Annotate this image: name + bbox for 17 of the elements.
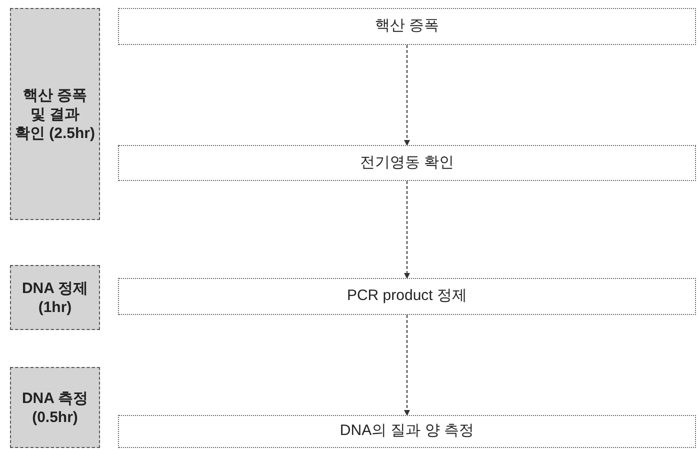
step-label: 핵산 증폭 bbox=[374, 16, 440, 36]
arrow bbox=[404, 180, 410, 279]
phase-box bbox=[10, 367, 100, 448]
arrow bbox=[404, 314, 410, 416]
process-box bbox=[118, 145, 696, 181]
phase-label: DNA 정제 (1hr) bbox=[20, 278, 90, 316]
step-label: PCR product 정제 bbox=[346, 286, 468, 306]
phase-label: DNA 측정 (0.5hr) bbox=[20, 388, 90, 426]
phase-box bbox=[10, 8, 100, 220]
phase-label: 핵산 증폭 및 결과 확인 (2.5hr) bbox=[15, 86, 95, 142]
process-box bbox=[118, 278, 696, 315]
phase-box bbox=[10, 265, 100, 330]
step-label: 전기영동 확인 bbox=[360, 152, 454, 173]
step-label: DNA의 질과 양 측정 bbox=[340, 421, 474, 442]
arrow bbox=[404, 44, 410, 146]
process-box bbox=[118, 415, 696, 448]
process-box bbox=[118, 8, 696, 45]
